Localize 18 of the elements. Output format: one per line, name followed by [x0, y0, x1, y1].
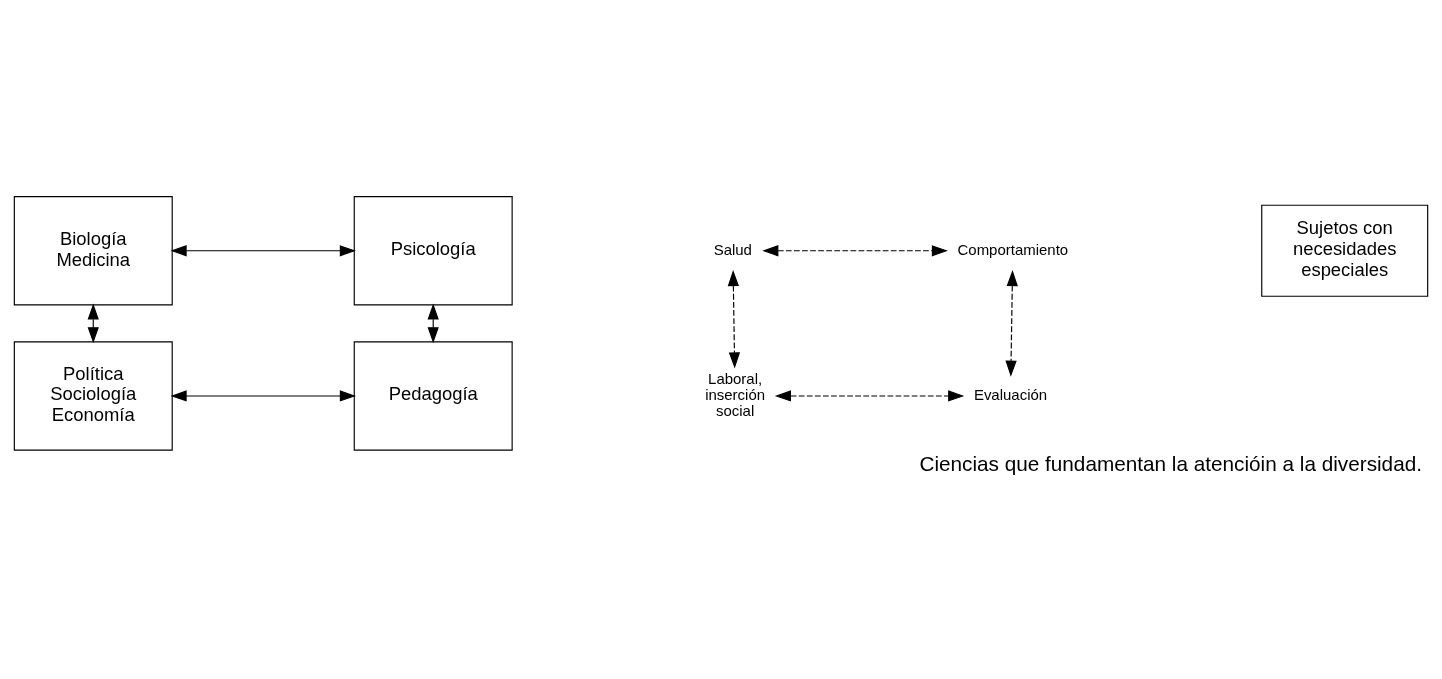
- arrow: [170, 390, 356, 402]
- node-box: Pedagogía: [353, 341, 513, 451]
- node-box: Biología Medicina: [13, 196, 173, 306]
- arrow: [774, 390, 965, 402]
- arrow: [170, 245, 356, 257]
- caption: Ciencias que fundamentan la atencióin a la diversidad.: [919, 452, 1422, 476]
- arrow: [727, 270, 741, 369]
- node-text: Comportamiento: [957, 240, 1069, 258]
- arrow: [427, 303, 439, 344]
- arrow: [1005, 270, 1018, 377]
- node-box: Psicología: [353, 196, 513, 306]
- node-text: Salud: [713, 240, 752, 258]
- node-box: Sujetos con necesidades especiales: [1261, 204, 1429, 297]
- node-text: Evaluación: [973, 385, 1048, 403]
- node-box: Política Sociología Economía: [13, 341, 173, 451]
- arrow: [762, 245, 948, 257]
- node-text: Laboral, inserción social: [705, 369, 766, 420]
- arrow: [87, 303, 99, 344]
